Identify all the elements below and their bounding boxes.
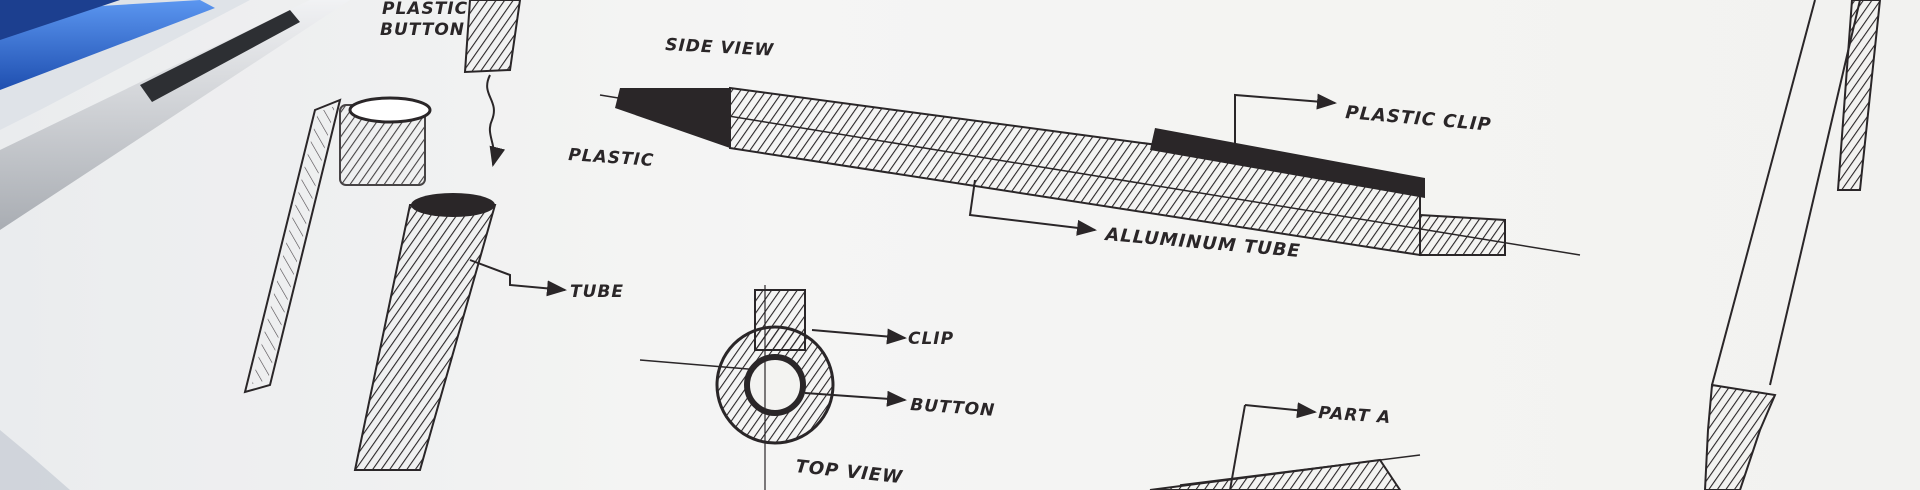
part-a-drawing [1149, 402, 1421, 490]
pens-on-desk [0, 0, 350, 490]
top-view-drawing [639, 285, 907, 490]
tube-part [353, 193, 567, 471]
label-plastic-button-line1: PLASTIC [382, 0, 468, 19]
label-tube: TUBE [570, 282, 624, 302]
label-clip: CLIP [908, 329, 954, 349]
button-part [463, 0, 522, 167]
clip-part [243, 96, 432, 394]
right-pen-sketch [1703, 0, 1882, 490]
label-plastic-button-line2: BUTTON [380, 20, 465, 40]
side-view-pen [599, 86, 1581, 257]
